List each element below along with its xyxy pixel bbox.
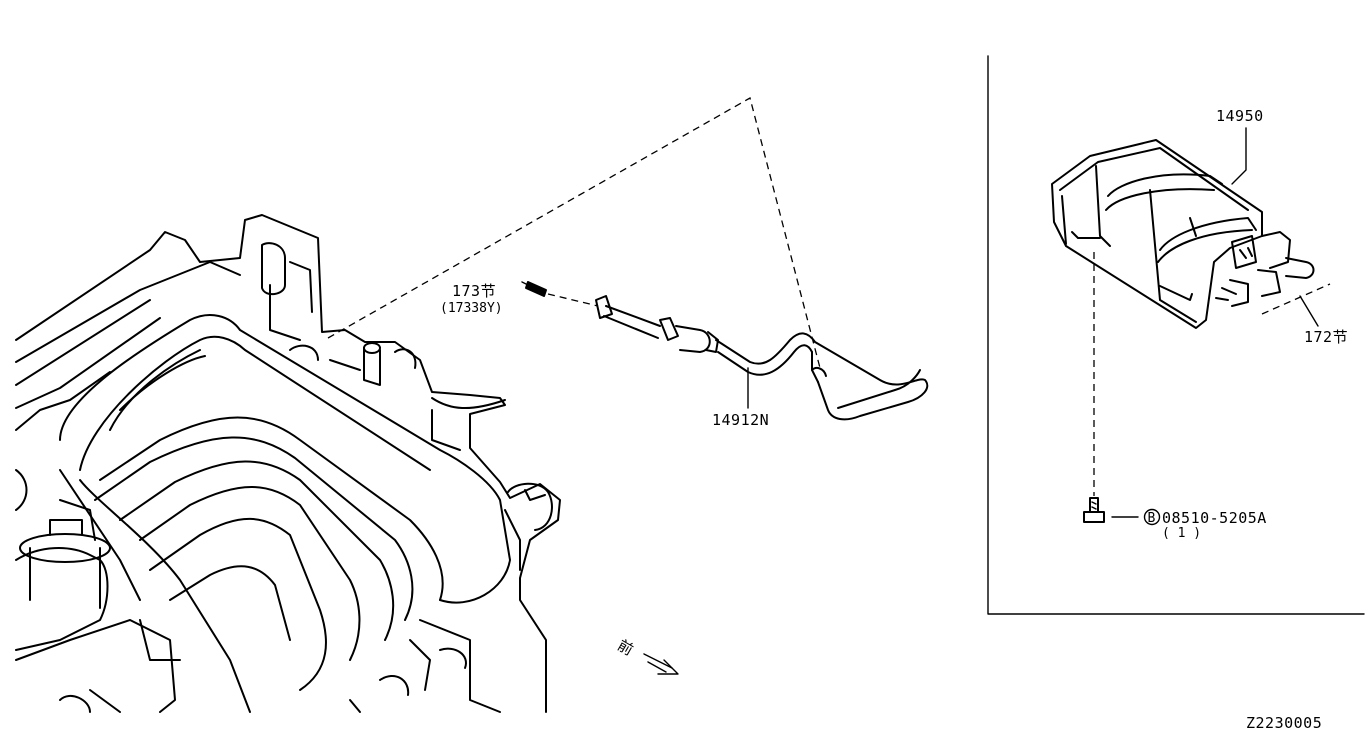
label-173-ref: 173节 <box>452 282 496 300</box>
diagram-code: Z2230005 <box>1246 714 1322 732</box>
inset-frame <box>987 55 1365 615</box>
label-14950: 14950 <box>1216 107 1264 125</box>
front-direction-arrow <box>643 653 679 675</box>
engine-intake-manifold <box>15 214 561 713</box>
label-bolt-qty: ( 1 ) <box>1162 526 1201 541</box>
bolt-08510-5205A <box>1083 497 1161 526</box>
hose-14912N <box>521 281 929 421</box>
label-front: 前 <box>614 636 636 659</box>
bolt-circle-marker <box>1143 508 1161 526</box>
evap-canister-14950 <box>1051 139 1315 329</box>
label-bolt-part: 08510-5205A <box>1162 509 1267 527</box>
reference-lines <box>327 97 1331 496</box>
label-172-ref: 172节 <box>1304 328 1348 346</box>
label-17338Y: (17338Y) <box>440 301 503 316</box>
bolt-circle-letter: B <box>1148 511 1156 526</box>
label-leaders <box>1231 127 1247 185</box>
label-14912N: 14912N <box>712 411 769 429</box>
